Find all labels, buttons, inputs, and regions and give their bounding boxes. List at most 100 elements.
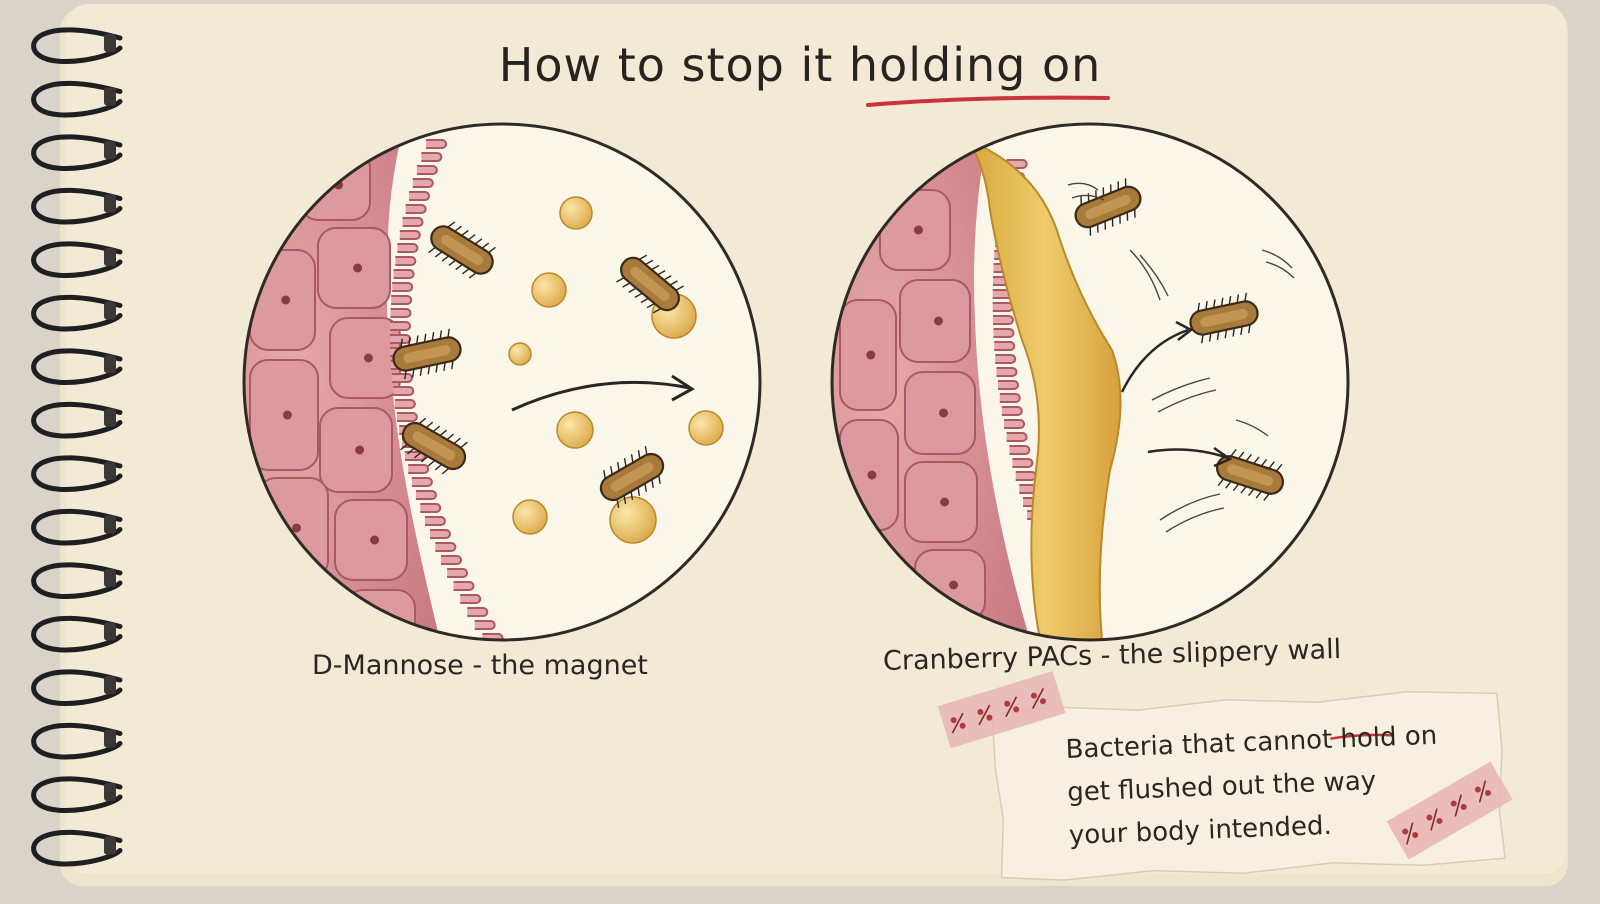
pilus: [616, 277, 625, 283]
pilus: [427, 459, 436, 467]
bacterium-inner: [630, 266, 670, 302]
left-arrow-head: [671, 374, 695, 402]
pilus: [1201, 334, 1204, 344]
villus: [395, 256, 417, 266]
pilus: [1248, 324, 1251, 334]
villus: [460, 594, 482, 604]
d-mannose-diagram: [242, 122, 762, 642]
villus: [420, 503, 442, 513]
pilus: [1126, 212, 1129, 221]
pilus: [1110, 184, 1112, 193]
spiral-hole: [104, 355, 116, 373]
spiral-hole: [104, 515, 116, 534]
villus: [1009, 445, 1031, 455]
pilus: [461, 229, 469, 237]
pilus: [1117, 181, 1120, 190]
pilus: [1275, 463, 1283, 472]
villus: [1006, 432, 1028, 442]
pilus: [451, 360, 454, 370]
note-underline: [1330, 733, 1393, 740]
tape-berry: [1484, 789, 1491, 796]
spiral-coil: [31, 508, 123, 546]
left-arrow: [511, 380, 691, 412]
pilus: [441, 467, 450, 475]
pilus: [446, 433, 454, 441]
mannose-ball: [508, 342, 532, 366]
bacterium-inner: [610, 462, 654, 492]
pilus: [428, 246, 436, 254]
pilus: [425, 421, 434, 429]
tape-berry: [986, 714, 993, 721]
villus: [415, 490, 437, 500]
villus: [405, 204, 427, 214]
title-underline: [866, 95, 1110, 107]
pilus: [1245, 453, 1252, 462]
pilus: [623, 495, 627, 504]
spiral-hole: [104, 194, 116, 213]
spiral-hole: [104, 676, 116, 694]
pilus: [637, 487, 641, 496]
pilus: [481, 242, 490, 249]
villus: [994, 341, 1016, 351]
left-panel-outline: [242, 122, 762, 642]
cranberry-pac-diagram: [830, 122, 1350, 642]
pilus: [1224, 329, 1228, 339]
pilus: [407, 447, 415, 455]
pilus: [1240, 485, 1247, 494]
pilus: [1217, 478, 1225, 487]
pilus: [628, 287, 637, 293]
villus: [391, 295, 413, 305]
villus: [412, 178, 434, 188]
pilus: [447, 328, 450, 338]
villus: [426, 139, 448, 149]
mannose-ball: [531, 272, 567, 308]
cell-nucleus: [940, 497, 950, 507]
villus: [393, 269, 415, 279]
caption-d-mannose: D-Mannose - the magnet: [312, 650, 648, 681]
pilus: [1089, 227, 1092, 236]
villus: [391, 373, 413, 383]
tape-berry: [1004, 700, 1011, 707]
pilus: [431, 332, 435, 341]
pilus: [404, 370, 407, 380]
villus: [408, 464, 430, 474]
mannose-ball: [688, 410, 724, 446]
pilus: [645, 259, 654, 266]
pilus: [637, 450, 641, 459]
right-bacteria: [1074, 178, 1285, 501]
pilus: [616, 499, 620, 508]
pilus: [411, 368, 415, 378]
spiral-hole: [104, 301, 116, 320]
spiral-coil: [31, 615, 123, 653]
tape-sprig: [1478, 780, 1487, 803]
pilus: [432, 425, 441, 433]
pilus: [419, 367, 423, 376]
spiral-hole: [104, 87, 116, 106]
villus: [447, 568, 469, 578]
spiral-coil: [31, 829, 123, 867]
note-card: [991, 691, 1506, 881]
motion-line: [1159, 493, 1221, 521]
villus: [397, 243, 419, 253]
pilus: [1212, 299, 1216, 309]
tape-berry: [1426, 814, 1433, 821]
pilus: [1104, 221, 1106, 230]
pilus: [657, 269, 666, 276]
mucus-slippery-wall: [965, 137, 1122, 640]
bacterium: [428, 221, 496, 279]
pilus: [1232, 483, 1240, 492]
motion-line: [1261, 249, 1293, 269]
pilus: [408, 337, 411, 346]
pilus: [1240, 326, 1243, 335]
cell-nucleus: [866, 350, 876, 360]
pilus: [1102, 187, 1105, 196]
washi-tape-top-left: [937, 671, 1066, 749]
pilus: [1255, 490, 1263, 499]
tape-berry: [1436, 817, 1443, 824]
villus: [1012, 458, 1034, 468]
tape-sprig: [1430, 808, 1438, 831]
pilus: [1244, 292, 1247, 302]
cell-nucleus: [939, 408, 948, 418]
pilus: [663, 275, 672, 281]
pilus: [1134, 209, 1136, 218]
